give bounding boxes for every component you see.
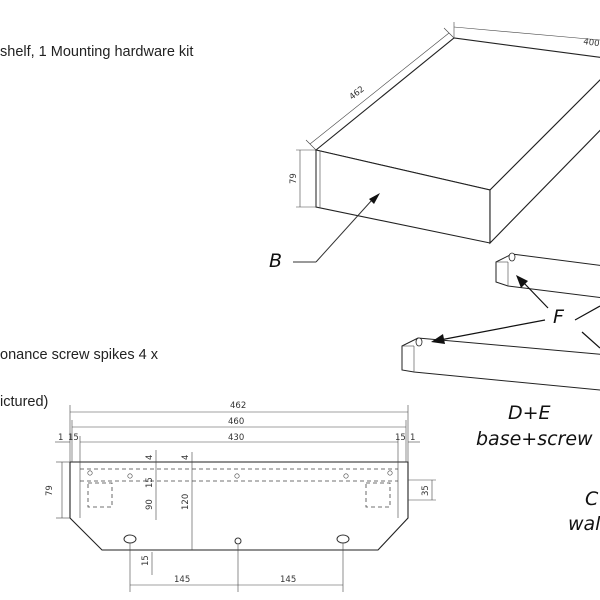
plan-dims-bottom: 145 145 [129,543,344,592]
dim-462-plan: 462 [230,401,246,411]
label-f: F [553,306,564,328]
dim-79-iso: 79 [289,149,316,208]
upper-rail [495,252,600,299]
dim-15-right: 15 [395,433,406,443]
plan-dims-vertical: 79 120 4 90 15 4 35 15 [45,450,436,575]
dim-79-plan: 79 [45,485,55,496]
dim-4a-plan: 4 [145,455,155,460]
label-c-bottom: wal [568,513,600,535]
dim-145-right: 145 [280,575,296,585]
dim-430-plan: 430 [228,433,244,443]
dim-1-right: 1 [410,433,415,443]
plan-dims-horizontal: 462 460 430 1 15 15 1 [55,401,420,462]
dim-1-left: 1 [58,433,63,443]
dim-90-plan: 90 [145,499,155,510]
dim-15a-plan: 15 [145,477,155,488]
dim-460-plan: 460 [228,417,244,427]
dim-79-iso-label: 79 [289,173,299,184]
dim-35-plan: 35 [421,485,431,496]
b-leader [293,193,380,263]
shelf-isometric [314,37,600,245]
description-line-2: onance screw spikes 4 x [0,347,158,363]
dim-462-iso-label: 462 [348,84,367,102]
dim-120-plan: 120 [181,494,191,510]
dim-400-label: 400 [583,37,600,49]
description-line-3: ictured) [0,394,49,410]
dim-400: 400 [453,22,600,49]
plan-view [69,461,409,551]
description-line-1: shelf, 1 Mounting hardware kit [0,44,194,60]
f-arrows [431,275,600,349]
dim-15b-plan: 15 [141,555,151,566]
label-c-top: C [585,488,599,510]
lower-rail [401,337,600,391]
dim-4b-plan: 4 [181,455,191,460]
label-de-bottom: base+screw [476,428,593,450]
dim-145-left: 145 [174,575,190,585]
label-b: B [269,250,283,272]
dim-15-left: 15 [68,433,79,443]
label-de-top: D+E [508,402,551,424]
